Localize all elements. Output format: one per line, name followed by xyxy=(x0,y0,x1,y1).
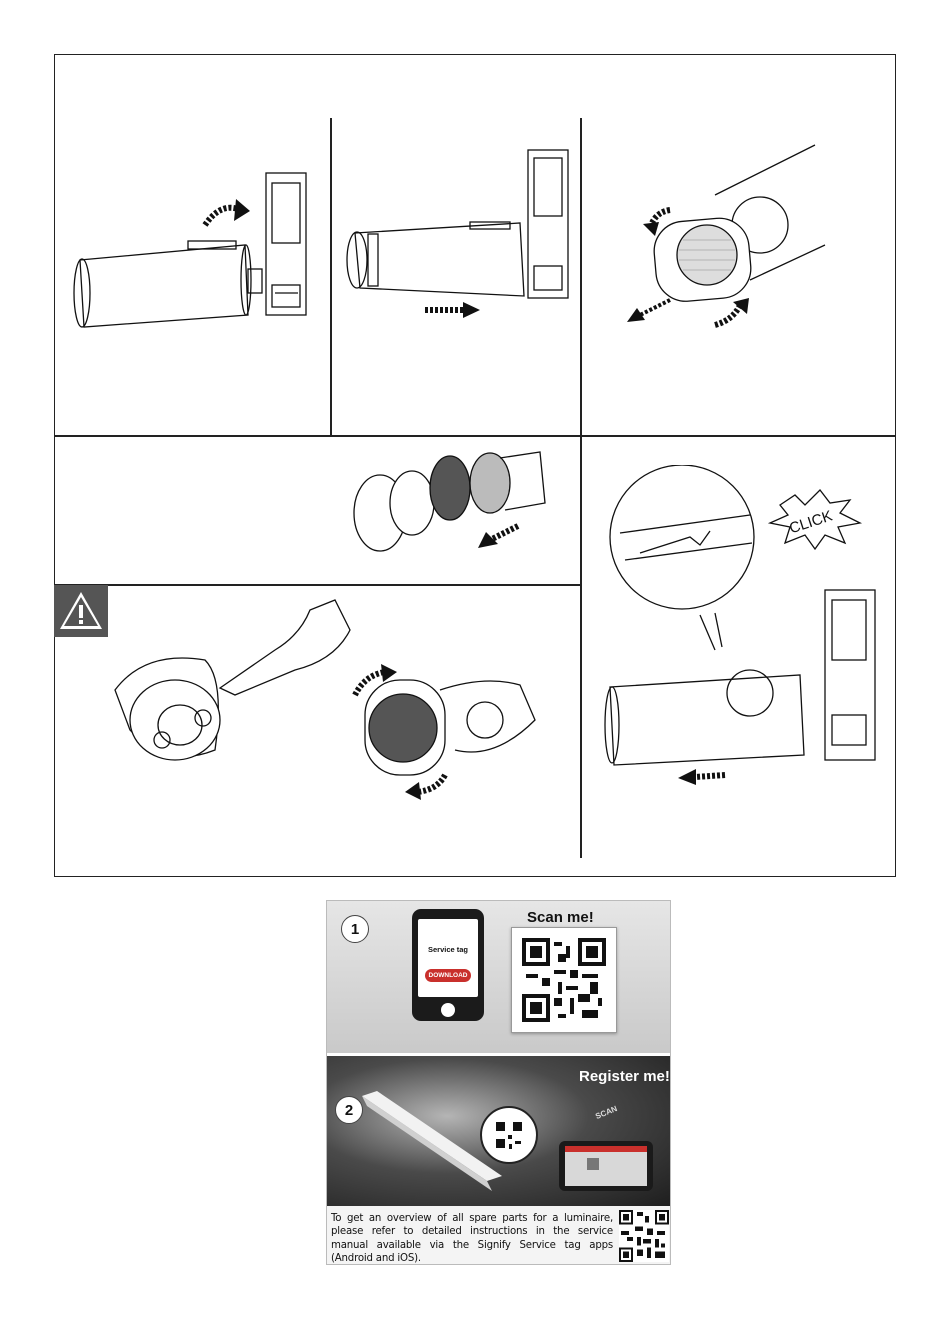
step-rotate-tube-illustration xyxy=(70,165,320,335)
info-panel: To get an overview of all spare parts fo… xyxy=(327,1206,670,1265)
service-tag-card: 1 Service tag DOWNLOAD Scan me! xyxy=(326,900,671,1265)
step-exploded-filter-illustration xyxy=(350,448,560,563)
step-reassemble-click-illustration: CLICK xyxy=(600,465,890,785)
service-tag-label: Service tag xyxy=(418,945,478,954)
scan-panel: 1 Service tag DOWNLOAD Scan me! xyxy=(327,901,670,1053)
divider-v1 xyxy=(330,118,332,435)
warning-icon xyxy=(54,585,108,637)
qr-code-icon xyxy=(511,927,617,1033)
step-twist-cap-illustration xyxy=(615,140,835,330)
scan-me-heading: Scan me! xyxy=(527,909,594,926)
small-qr-code-icon xyxy=(619,1210,669,1262)
register-panel: 2 Register me! SCAN xyxy=(327,1056,670,1206)
luminaire-illustration xyxy=(327,1056,671,1206)
step-refit-grid-illustration xyxy=(345,660,545,800)
divider-h2 xyxy=(54,584,581,586)
step-number-1: 1 xyxy=(341,915,369,943)
service-info-text: To get an overview of all spare parts fo… xyxy=(331,1212,613,1265)
step-pull-out-illustration xyxy=(340,148,575,323)
step-check-screws-illustration xyxy=(105,590,355,770)
phone-home-button xyxy=(441,1003,455,1017)
phone-screen: Service tag DOWNLOAD xyxy=(418,919,478,997)
divider-v2 xyxy=(580,118,582,858)
download-button[interactable]: DOWNLOAD xyxy=(425,969,471,982)
divider-h1 xyxy=(54,435,896,437)
phone-illustration: Service tag DOWNLOAD xyxy=(412,909,484,1021)
